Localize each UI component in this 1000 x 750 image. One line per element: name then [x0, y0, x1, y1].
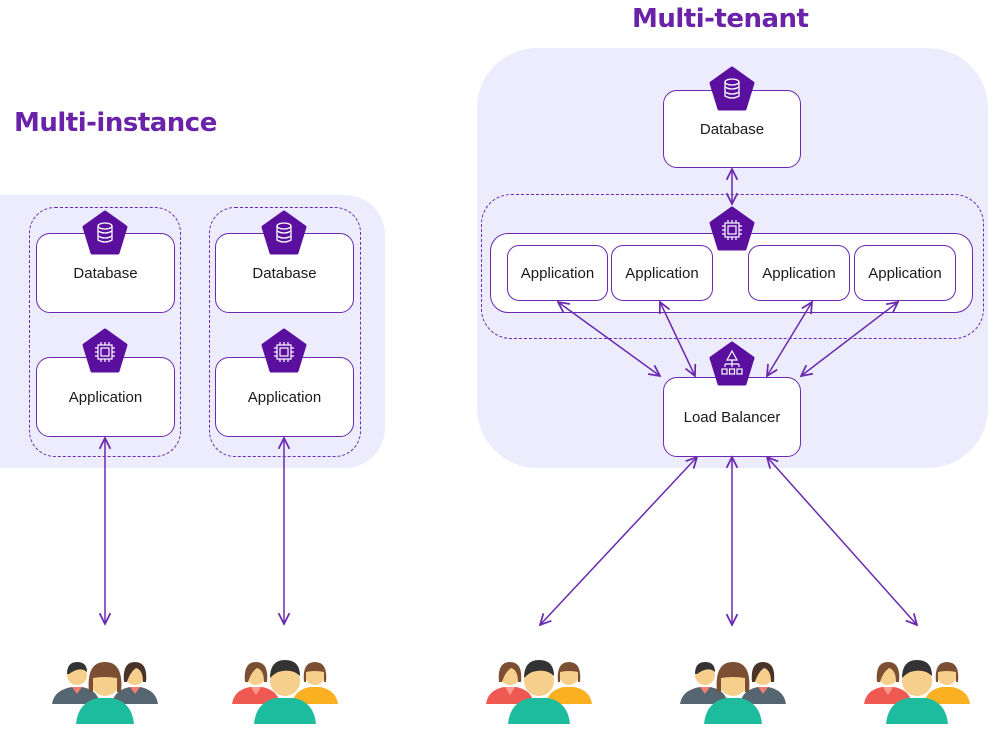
tenant-application-box-2[interactable]: Application [611, 245, 713, 301]
lb-users-3-connector [767, 457, 917, 625]
user-group-icon [52, 662, 158, 724]
tenant-application-label-1: Application [520, 264, 595, 282]
tenant-database-label: Database [699, 120, 765, 138]
user-group-icon [864, 660, 970, 724]
tenant-application-label-2: Application [625, 264, 699, 282]
database-icon [82, 210, 128, 255]
database-icon [261, 210, 307, 255]
lb-users-1-connector [540, 457, 697, 625]
cpu-chip-icon [709, 206, 755, 251]
load-balancer-icon [709, 341, 755, 386]
tenant-application-box-1[interactable]: Application [507, 245, 608, 301]
multi-tenant-title: Multi-tenant [632, 4, 809, 34]
load-balancer-box[interactable]: Load Balancer [663, 377, 801, 457]
instance-1-database-label: Database [73, 264, 138, 282]
tenant-application-label-4: Application [868, 264, 942, 282]
cpu-chip-icon [82, 328, 128, 373]
database-icon [709, 66, 755, 111]
load-balancer-label: Load Balancer [683, 408, 781, 426]
user-group-icon [680, 662, 786, 724]
tenant-application-box-4[interactable]: Application [854, 245, 956, 301]
multi-instance-title: Multi-instance [14, 108, 217, 138]
instance-2-application-box[interactable]: Application [215, 357, 354, 437]
cpu-chip-icon [261, 328, 307, 373]
instance-2-database-label: Database [252, 264, 317, 282]
user-group-icon [486, 660, 592, 724]
tenant-application-box-3[interactable]: Application [748, 245, 850, 301]
tenant-application-label-3: Application [762, 264, 836, 282]
instance-2-application-label: Application [247, 388, 322, 406]
instance-1-application-label: Application [68, 388, 143, 406]
user-group-icon [232, 660, 338, 724]
